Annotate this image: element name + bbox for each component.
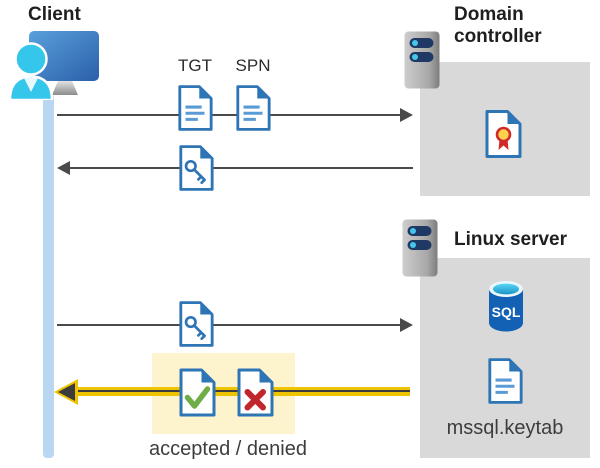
linux-server-server-icon bbox=[402, 219, 438, 277]
ticket-to-linux-arrowhead bbox=[400, 318, 413, 332]
certificate-document-icon bbox=[483, 109, 523, 159]
accepted-document-icon bbox=[177, 367, 217, 418]
domain-controller-label: Domain controller bbox=[454, 4, 542, 47]
client-computer-icon bbox=[5, 30, 101, 100]
tgt-spn-request-arrow bbox=[57, 114, 403, 116]
spn-document-icon bbox=[234, 84, 272, 132]
result-label: accepted / denied bbox=[149, 438, 307, 460]
ticket-response-arrowhead bbox=[57, 161, 70, 175]
domain-controller-server-icon bbox=[404, 31, 440, 89]
result-arrowhead bbox=[58, 383, 75, 401]
keytab-label: mssql.keytab bbox=[446, 417, 564, 439]
sql-label: SQL bbox=[492, 304, 521, 320]
sql-database-icon: SQL bbox=[486, 280, 526, 332]
keytab-document-icon bbox=[486, 356, 524, 406]
tgt-document-icon bbox=[176, 84, 214, 132]
key-document-icon-2 bbox=[177, 299, 215, 349]
linux-server-label: Linux server bbox=[454, 229, 567, 250]
tgt-label: TGT bbox=[178, 56, 212, 75]
spn-label: SPN bbox=[235, 56, 271, 75]
key-document-icon bbox=[177, 143, 215, 193]
client-lifeline bbox=[43, 94, 54, 458]
denied-document-icon bbox=[235, 367, 275, 418]
tgt-spn-request-arrowhead bbox=[400, 108, 413, 122]
client-label: Client bbox=[28, 4, 81, 25]
ticket-to-linux-arrow bbox=[57, 324, 403, 326]
ticket-response-arrow bbox=[69, 167, 413, 169]
